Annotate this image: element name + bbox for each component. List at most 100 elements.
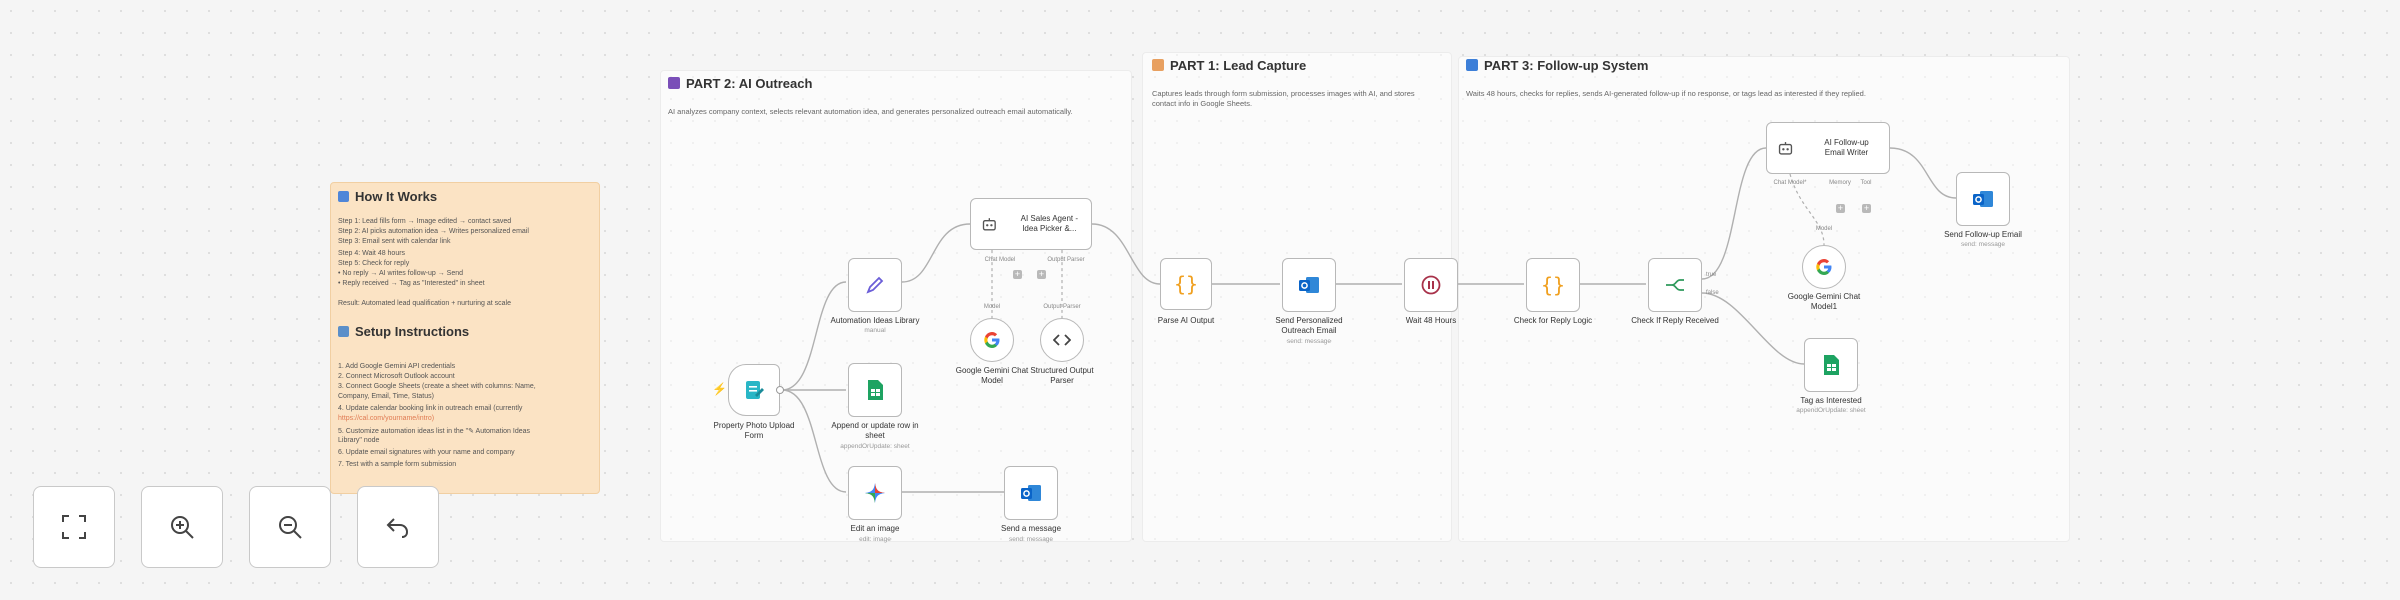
google-icon (984, 332, 1000, 348)
followup-add-tool-button[interactable]: + (1862, 203, 1871, 213)
gemini-star-icon (865, 483, 885, 503)
node-wait-48h-label: Wait 48 Hours (1405, 316, 1457, 325)
pause-icon (1421, 275, 1441, 295)
node-send-followup-label: Send Follow-up Email (1944, 230, 2022, 239)
outlook-icon (1021, 485, 1041, 501)
code-brackets-icon (1053, 334, 1071, 346)
setup-step-3: 3. Connect Google Sheets (create a sheet… (338, 383, 536, 390)
node-send-message-sub: send: message (1008, 536, 1054, 543)
node-tag-interested[interactable] (1804, 338, 1858, 392)
if-true-label: true (1706, 272, 1717, 278)
undo-icon (386, 518, 409, 538)
node-gemini-chat-model1[interactable] (1802, 245, 1846, 289)
google-icon (1816, 259, 1832, 275)
if-branch-icon (1666, 279, 1684, 291)
node-if-reply-label: Check If Reply Received (1631, 316, 1719, 325)
fit-view-button[interactable] (33, 486, 115, 568)
zoom-out-icon (279, 516, 302, 539)
setup-title: Setup Instructions (338, 324, 469, 339)
parser-link-label: Output Parser (1043, 304, 1081, 310)
node-gemini-chat-model[interactable] (970, 318, 1014, 362)
node-ai-sales-agent[interactable]: AI Sales Agent -Idea Picker &... (970, 198, 1092, 250)
agent-add-model-button[interactable]: + (1013, 269, 1022, 279)
setup-step-1: 1. Add Google Gemini API credentials (338, 363, 456, 370)
node-gemini-chat-model1-label-1: Google Gemini Chat (1787, 292, 1861, 301)
trigger-bolt-icon: ⚡ (712, 382, 727, 396)
node-property-form-label-2: Form (744, 431, 764, 440)
followup-add-memory-button[interactable]: + (1836, 203, 1845, 213)
node-property-form-label-1: Property Photo Upload (713, 421, 795, 430)
node-structured-parser-label-2: Parser (1050, 376, 1074, 385)
node-check-reply-logic-label: Check for Reply Logic (1513, 316, 1593, 325)
setup-step-4b[interactable]: https://cal.com/yourname/intro) (338, 415, 435, 422)
form-icon (746, 381, 764, 399)
port[interactable] (776, 386, 784, 394)
node-edit-image[interactable] (848, 466, 902, 520)
node-if-reply[interactable] (1648, 258, 1702, 312)
node-ai-sales-agent-label-1: AI Sales Agent - (1020, 214, 1079, 223)
node-automation-ideas-label: Automation Ideas Library (830, 316, 920, 325)
book-icon (338, 191, 349, 202)
agent-add-parser-button[interactable]: + (1037, 269, 1046, 279)
part1-description-line2: contact info in Google Sheets. (1152, 99, 1253, 108)
setup-step-4: 4. Update calendar booking link in outre… (338, 405, 523, 412)
how-step-6: • No reply → AI writes follow-up → Send (338, 270, 463, 277)
followup-tool-slot: Tool (1860, 180, 1872, 186)
how-step-5: Step 5: Check for reply (338, 260, 410, 267)
setup-step-5: 5. Customize automation ideas list in th… (338, 428, 531, 435)
node-send-outreach-sub: send: message (1286, 338, 1332, 345)
node-tag-interested-label: Tag as Interested (1800, 396, 1862, 405)
node-wait-48h[interactable] (1404, 258, 1458, 312)
google-sheets-icon (1824, 355, 1839, 375)
part2-description: AI analyzes company context, selects rel… (668, 107, 1073, 116)
node-append-sheet-sub: appendOrUpdate: sheet (840, 443, 910, 450)
part1-title: PART 1: Lead Capture (1152, 58, 1306, 73)
how-result: Result: Automated lead qualification + n… (338, 300, 511, 307)
if-false-label: false (1706, 290, 1719, 296)
json-braces-icon: {} (1540, 273, 1566, 297)
how-step-7: • Reply received → Tag as "Interested" i… (338, 280, 485, 287)
outlook-icon (1973, 191, 1993, 207)
node-automation-ideas[interactable] (848, 258, 902, 312)
node-gemini-chat-model1-label-2: Model1 (1810, 302, 1838, 311)
node-automation-ideas-sub: manual (864, 327, 886, 334)
node-parse-ai-output[interactable]: {} (1160, 258, 1212, 310)
node-send-message[interactable] (1004, 466, 1058, 520)
node-check-reply-logic[interactable]: {} (1526, 258, 1580, 312)
zoom-in-icon (171, 516, 194, 539)
mailbox-icon (668, 77, 680, 89)
node-send-outreach-label-2: Outreach Email (1281, 326, 1337, 335)
node-property-form[interactable] (728, 364, 780, 416)
undo-button[interactable] (357, 486, 439, 568)
how-step-1: Step 1: Lead fills form → Image edited →… (338, 218, 512, 225)
how-it-works-title: How It Works (338, 189, 437, 204)
node-structured-parser[interactable] (1040, 318, 1084, 362)
how-step-4: Step 4: Wait 48 hours (338, 250, 406, 257)
node-append-sheet[interactable] (848, 363, 902, 417)
part3-description: Waits 48 hours, checks for replies, send… (1466, 89, 1866, 98)
followup-chat-model-slot: Chat Model* (1773, 180, 1807, 186)
setup-step-5b: Library" node (338, 437, 380, 444)
node-send-followup[interactable] (1956, 172, 2010, 226)
zoom-in-button[interactable] (141, 486, 223, 568)
setup-step-3b: Company, Email, Time, Status) (338, 393, 434, 400)
gemini2-link-label: Model (1815, 226, 1833, 232)
json-braces-icon: {} (1173, 272, 1199, 296)
laptop-icon (338, 326, 349, 337)
agent-chat-model-slot: Chat Model (984, 257, 1016, 263)
agent-output-parser-slot: Output Parser (1047, 257, 1085, 263)
fullscreen-icon (62, 515, 86, 539)
how-step-3: Step 3: Email sent with calendar link (338, 238, 451, 245)
node-structured-parser-label-1: Structured Output (1030, 366, 1094, 375)
part3-title: PART 3: Follow-up System (1466, 58, 1648, 73)
node-parse-ai-output-label: Parse AI Output (1157, 316, 1215, 325)
node-ai-followup-label-1: AI Follow-up (1824, 138, 1869, 147)
how-it-works-sticky[interactable] (330, 182, 600, 494)
setup-step-7: 7. Test with a sample form submission (338, 461, 457, 468)
part2-title: PART 2: AI Outreach (668, 76, 812, 91)
zoom-out-button[interactable] (249, 486, 331, 568)
node-send-outreach[interactable] (1282, 258, 1336, 312)
